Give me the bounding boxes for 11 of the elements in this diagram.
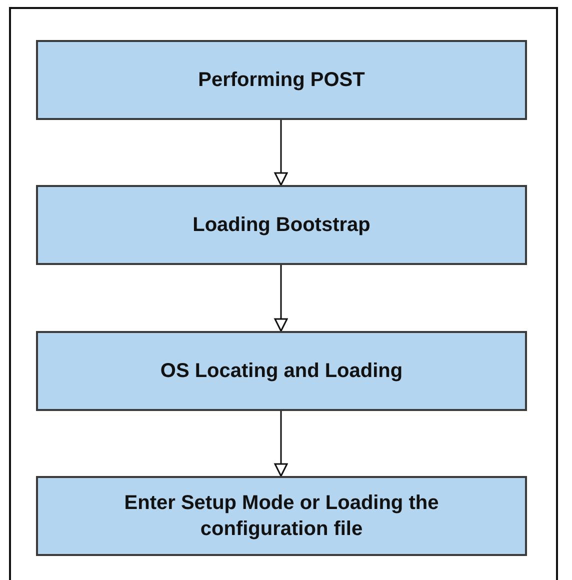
process-box bbox=[36, 40, 527, 120]
step-label: Loading Bootstrap bbox=[192, 213, 370, 238]
process-box bbox=[36, 476, 527, 556]
arrow bbox=[274, 265, 288, 332]
arrow bbox=[274, 120, 288, 186]
process-box bbox=[36, 185, 527, 265]
step-label: Enter Setup Mode or Loading the configuration file bbox=[123, 491, 440, 542]
step-label: OS Locating and Loading bbox=[160, 359, 403, 384]
arrow bbox=[274, 411, 288, 477]
step-label: Performing POST bbox=[198, 68, 365, 93]
process-box bbox=[36, 331, 527, 411]
